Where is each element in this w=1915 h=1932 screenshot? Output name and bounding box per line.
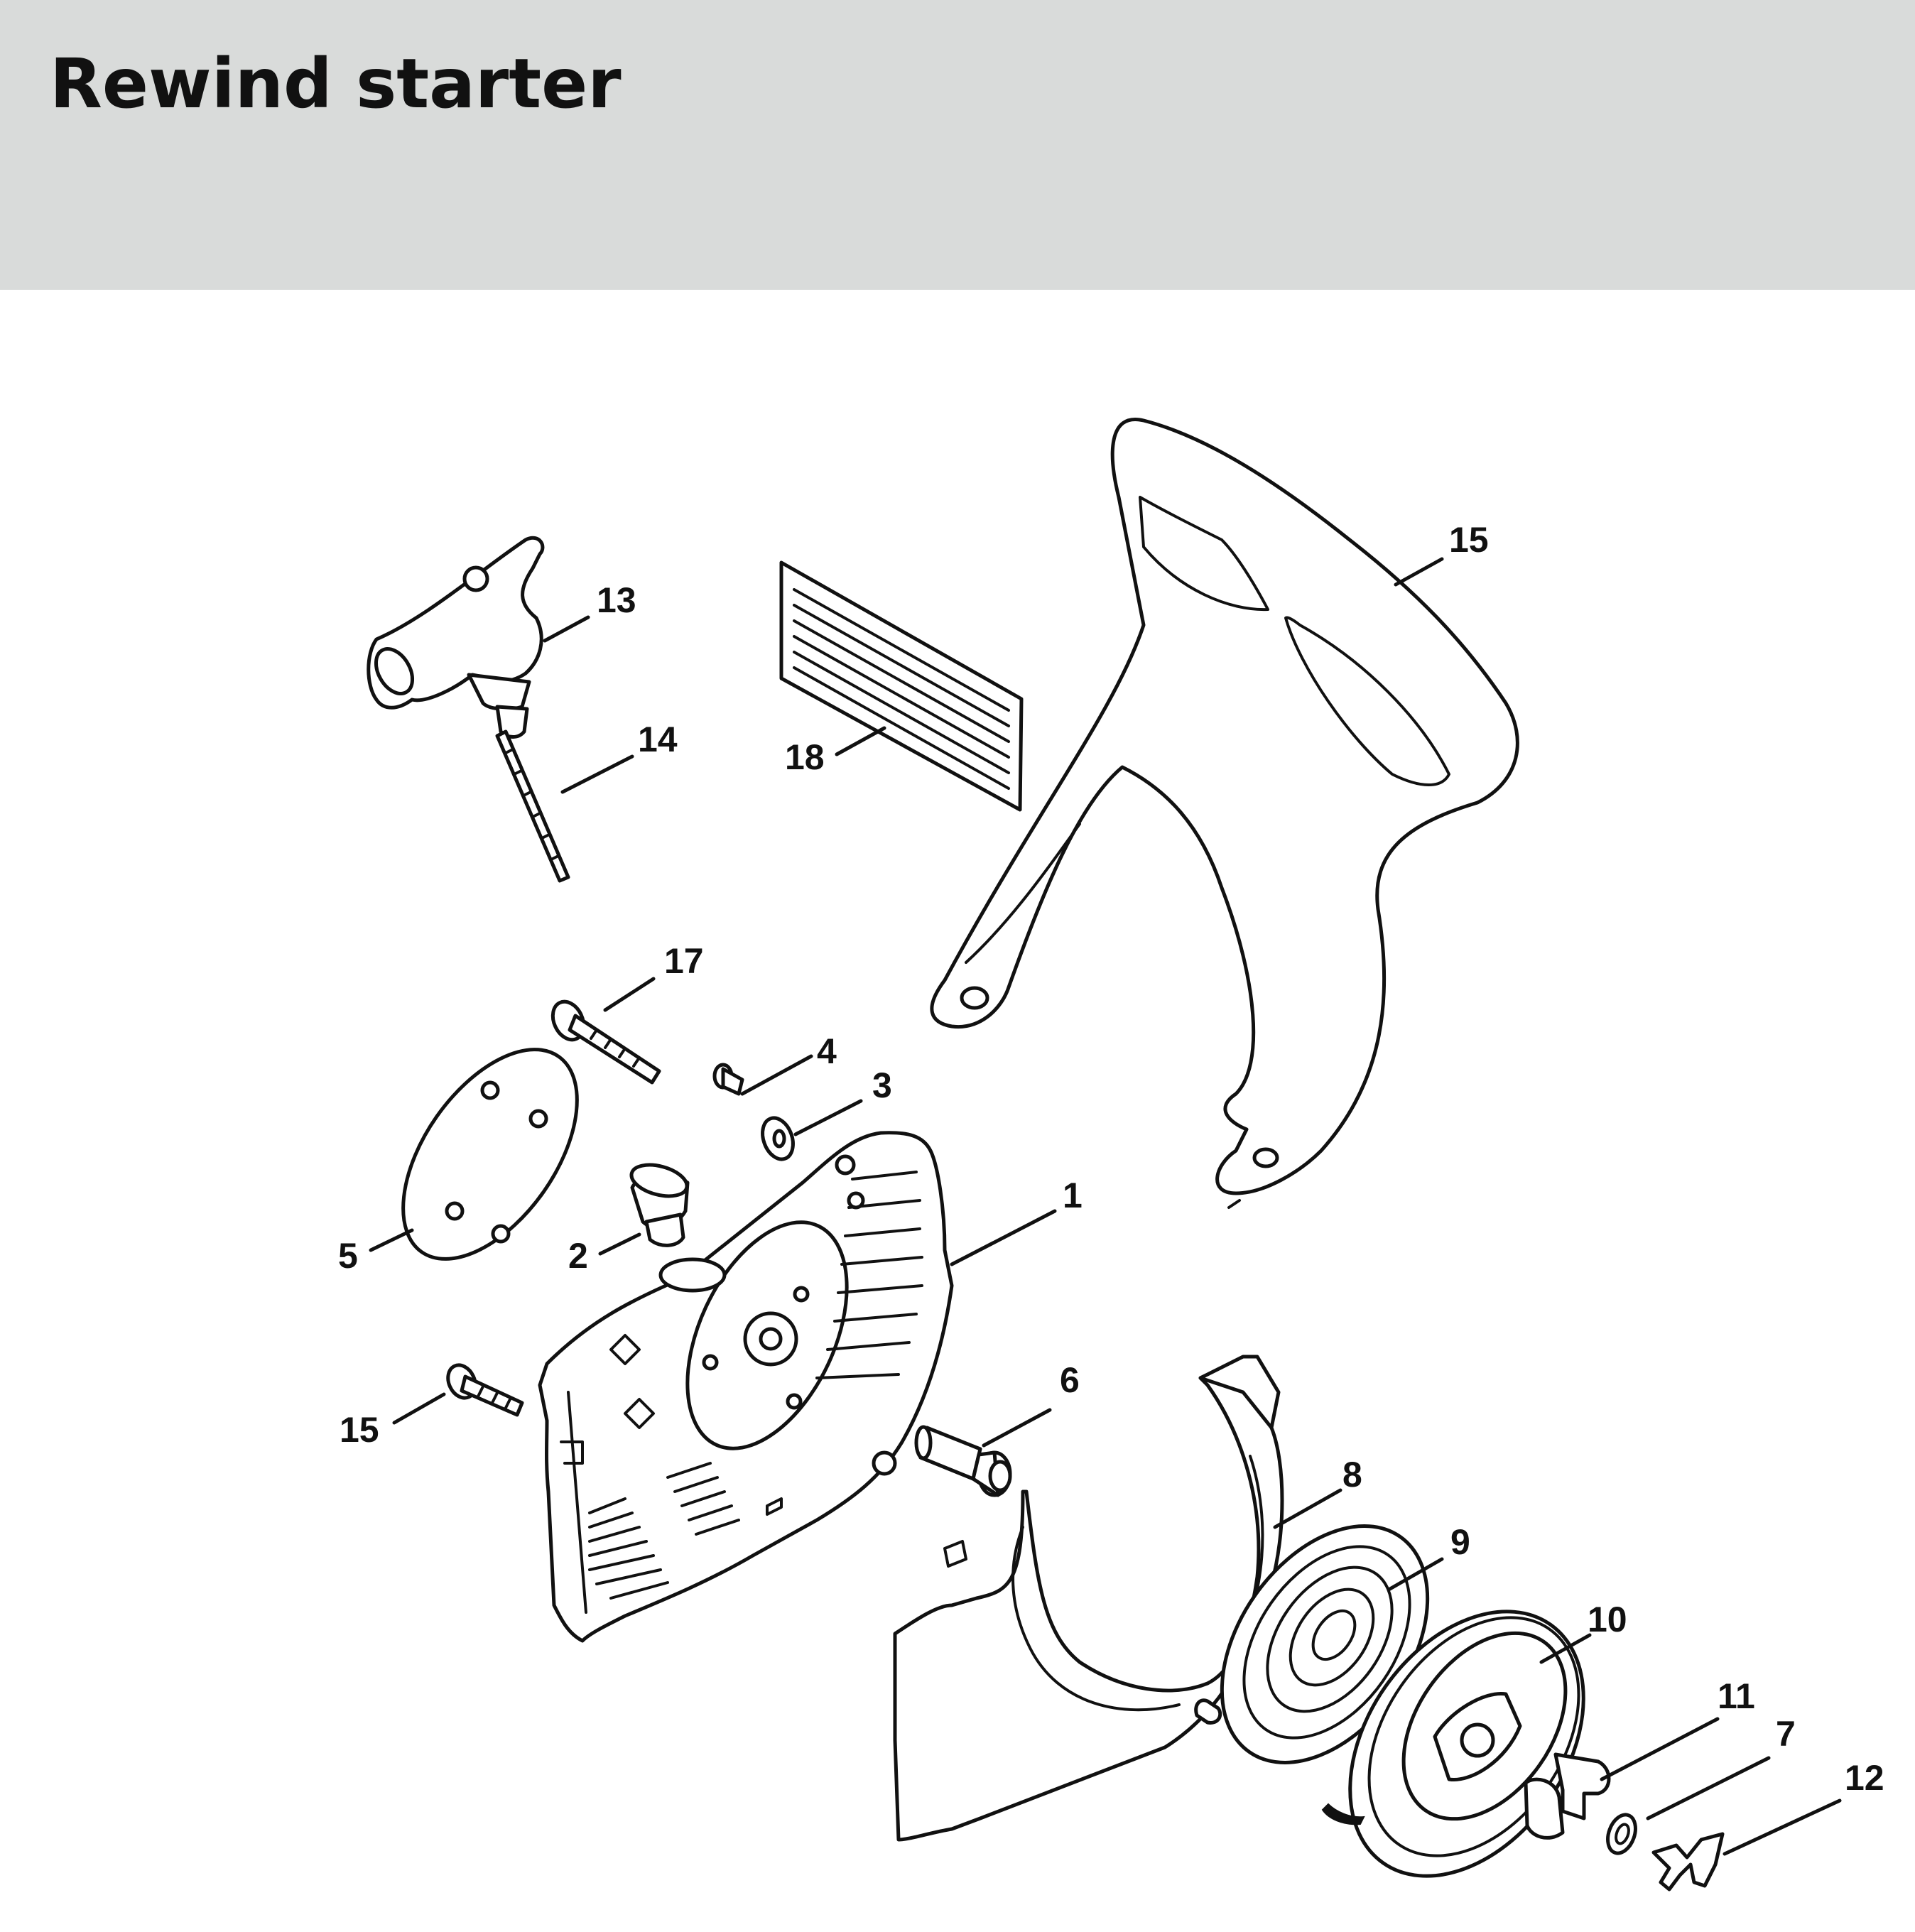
screw-15-drawing <box>446 1363 524 1417</box>
leader-lines <box>369 557 1842 1856</box>
callout-17: 17 <box>664 941 704 981</box>
post-drawing <box>914 1425 1012 1497</box>
callout-18: 18 <box>785 737 825 777</box>
rope-rotor-drawing <box>1321 1610 1585 1878</box>
callout-6: 6 <box>1060 1360 1080 1400</box>
callout-1: 1 <box>1063 1176 1083 1215</box>
callout-14: 14 <box>638 720 678 759</box>
cover-plate-drawing <box>401 1048 579 1261</box>
pawl-drawing <box>1524 1752 1611 1840</box>
hand-guard-drawing <box>930 418 1519 1209</box>
callout-15: 15 <box>340 1410 379 1450</box>
starter-rope-drawing <box>495 729 570 883</box>
screw-17-drawing <box>550 999 661 1085</box>
starter-grip-drawing <box>367 536 545 739</box>
callout-16: 15 <box>1449 520 1489 560</box>
callout-2: 2 <box>568 1236 588 1276</box>
spring-clip-drawing <box>1651 1832 1725 1892</box>
page-title: Rewind starter <box>50 44 622 124</box>
fan-housing-drawing <box>538 1131 954 1643</box>
callout-8: 8 <box>1342 1455 1362 1494</box>
callout-11: 11 <box>1718 1676 1755 1716</box>
callout-3: 3 <box>872 1065 892 1105</box>
screw-4-drawing <box>712 1063 744 1096</box>
washer-3-drawing <box>761 1116 795 1161</box>
header-bar: Rewind starter <box>0 0 1915 290</box>
callout-5: 5 <box>338 1236 358 1276</box>
washer-7-drawing <box>1606 1813 1637 1855</box>
callout-4: 4 <box>817 1031 837 1071</box>
guide-plate-drawing <box>893 1355 1284 1842</box>
callout-9: 9 <box>1450 1522 1470 1562</box>
callout-12: 12 <box>1845 1758 1884 1798</box>
callout-10: 10 <box>1588 1600 1627 1639</box>
knob-drawing <box>629 1163 690 1247</box>
callout-7: 7 <box>1776 1714 1796 1754</box>
callout-labels: 15 13 14 18 17 4 3 1 2 5 15 6 8 9 10 11 … <box>338 520 1884 1798</box>
callout-13: 13 <box>597 580 636 620</box>
label-sticker-drawing <box>779 560 1024 812</box>
